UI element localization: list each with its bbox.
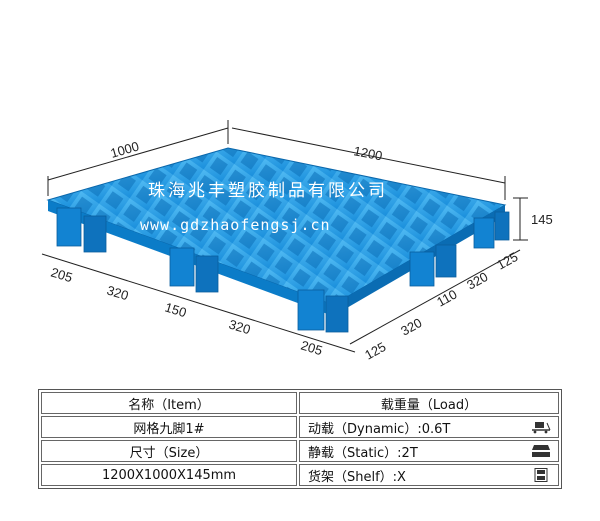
dimension-lines: [41, 120, 528, 353]
load-shelf-row: 货架（Shelf）:X: [299, 464, 559, 486]
load-static-label: 静载（Static）:2T: [308, 445, 418, 461]
load-dynamic-label: 动载（Dynamic）:0.6T: [308, 421, 451, 437]
pallet-diagram: 珠海兆丰塑胶制品有限公司 www.gdzhaofengsj.cn 1000 12…: [41, 120, 553, 363]
dim-left-1: 205: [49, 265, 74, 286]
stacked-load-icon: [532, 445, 550, 457]
item-header: 名称（Item）: [41, 392, 297, 414]
forklift-load-icon: [532, 422, 551, 434]
load-header: 载重量（Load）: [299, 392, 559, 414]
dim-left-3: 150: [163, 300, 188, 321]
dim-length: 1200: [352, 143, 383, 163]
dim-right-3: 110: [434, 286, 459, 309]
dim-left-4: 320: [227, 317, 252, 338]
dim-left-5: 205: [299, 338, 324, 359]
load-static-row: 静载（Static）:2T: [299, 440, 559, 462]
dim-right-5: 125: [494, 249, 520, 273]
dim-height: 145: [531, 212, 553, 227]
dim-right-4: 320: [464, 269, 490, 293]
watermark-company: 珠海兆丰塑胶制品有限公司: [148, 181, 388, 201]
shelf-rack-icon: [534, 468, 548, 482]
pallet-image: 珠海兆丰塑胶制品有限公司 www.gdzhaofengsj.cn: [46, 147, 510, 333]
watermark-url: www.gdzhaofengsj.cn: [140, 216, 331, 234]
size-header: 尺寸（Size）: [41, 440, 297, 462]
item-value: 网格九脚1#: [41, 416, 297, 438]
dim-left-2: 320: [105, 283, 130, 304]
load-dynamic-row: 动载（Dynamic）:0.6T: [299, 416, 559, 438]
load-shelf-label: 货架（Shelf）:X: [308, 469, 406, 485]
spec-table: 名称（Item） 载重量（Load） 网格九脚1# 动载（Dynamic）:0.…: [38, 389, 562, 489]
dim-right-2: 320: [398, 315, 424, 339]
dim-right-1: 125: [362, 339, 388, 363]
size-value: 1200X1000X145mm: [41, 464, 297, 486]
